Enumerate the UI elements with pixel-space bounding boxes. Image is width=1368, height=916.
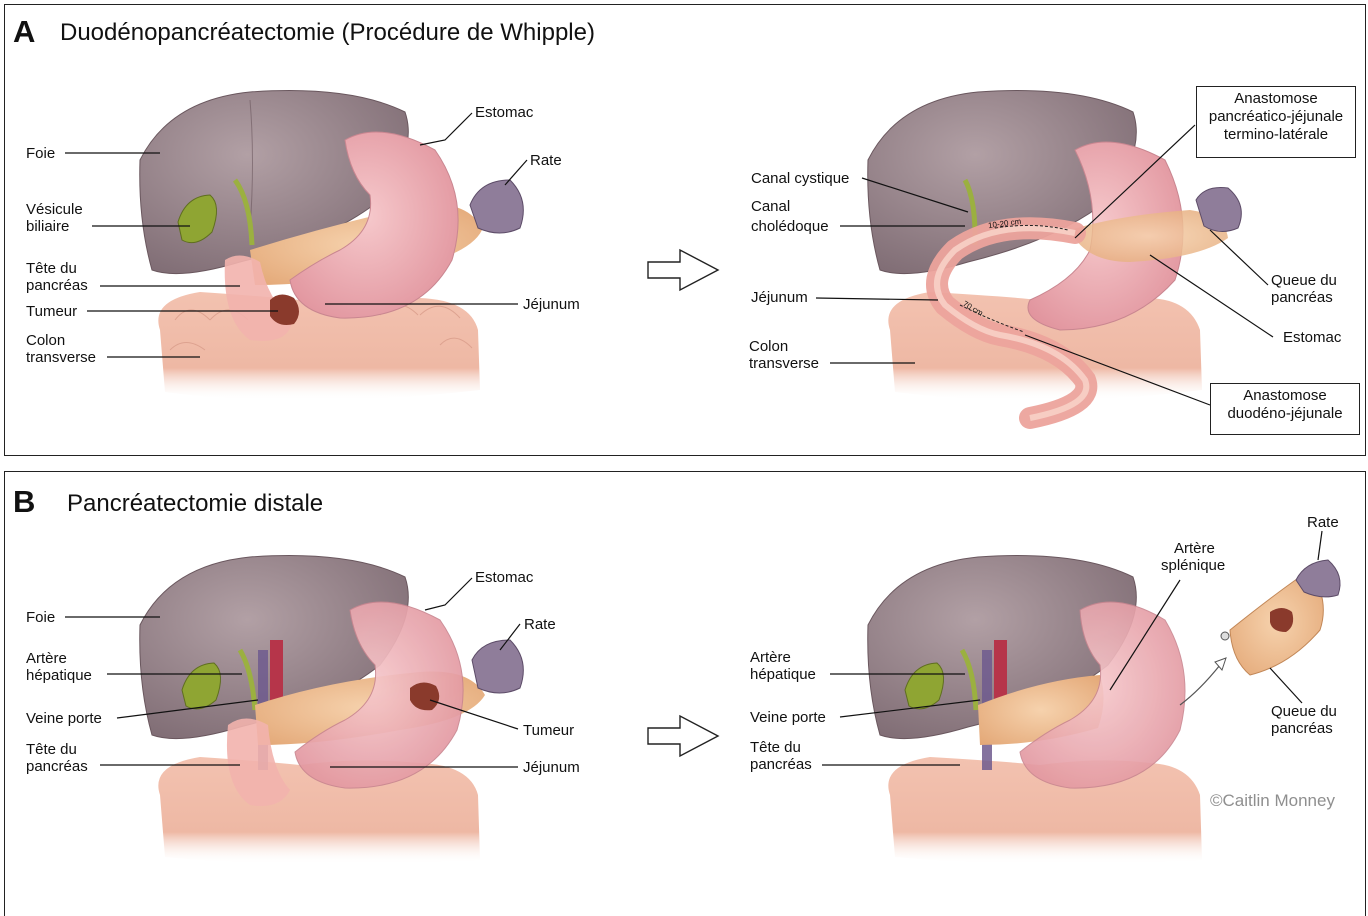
box-pj-line-1: Anastomose — [1203, 90, 1349, 108]
panel-b-letter: B — [13, 484, 35, 520]
anatomy-a-left — [140, 91, 524, 401]
box-pj-line-3: termino-latérale — [1203, 126, 1349, 144]
label-estomac: Estomac — [475, 104, 533, 121]
arrow-a — [648, 250, 718, 290]
label-vesicule-2: biliaire — [26, 218, 69, 235]
panel-b — [4, 471, 1366, 916]
panel-b-title: Pancréatectomie distale — [67, 490, 323, 518]
label-colon-right-2: transverse — [749, 355, 819, 372]
credit-text: ©Caitlin Monney — [1210, 791, 1335, 811]
label-estomac-right: Estomac — [1283, 329, 1341, 346]
label-jejunum-right: Jéjunum — [751, 289, 808, 306]
box-dj-line-1: Anastomose — [1217, 387, 1353, 405]
label-b-artere-right-2: hépatique — [750, 666, 816, 683]
label-colon-2: transverse — [26, 349, 96, 366]
label-rate: Rate — [530, 152, 562, 169]
label-foie: Foie — [26, 145, 55, 162]
label-b-artere-2: hépatique — [26, 667, 92, 684]
anatomy-a-right — [868, 91, 1242, 418]
box-dj-line-2: duodéno-jéjunale — [1217, 405, 1353, 423]
label-jejunum: Jéjunum — [523, 296, 580, 313]
label-b-artere-splenique: Artère — [1174, 540, 1215, 557]
label-b-rate: Rate — [524, 616, 556, 633]
label-b-tete-right-2: pancréas — [750, 756, 812, 773]
label-b-artere: Artère — [26, 650, 67, 667]
label-b-veine: Veine porte — [26, 710, 102, 727]
label-canal-choledoque: Canal — [751, 198, 790, 215]
label-b-tete-right: Tête du — [750, 739, 801, 756]
label-b-queue: Queue du — [1271, 703, 1337, 720]
label-b-tumeur: Tumeur — [523, 722, 574, 739]
label-queue-2: pancréas — [1271, 289, 1333, 306]
label-tete: Tête du — [26, 260, 77, 277]
label-canal-choledoque-2: cholédoque — [751, 218, 829, 235]
label-b-foie: Foie — [26, 609, 55, 626]
label-b-artere-splenique-2: splénique — [1161, 557, 1225, 574]
label-queue: Queue du — [1271, 272, 1337, 289]
label-colon-right: Colon — [749, 338, 788, 355]
label-tumeur: Tumeur — [26, 303, 77, 320]
label-b-jejunum: Jéjunum — [523, 759, 580, 776]
label-b-tete-2: pancréas — [26, 758, 88, 775]
label-b-veine-right: Veine porte — [750, 709, 826, 726]
label-canal-cystique: Canal cystique — [751, 170, 849, 187]
label-b-tete: Tête du — [26, 741, 77, 758]
label-tete-2: pancréas — [26, 277, 88, 294]
box-pj-line-2: pancréatico-jéjunale — [1203, 108, 1349, 126]
label-colon: Colon — [26, 332, 65, 349]
label-b-artere-right: Artère — [750, 649, 791, 666]
label-b-rate-right: Rate — [1307, 514, 1339, 531]
label-vesicule: Vésicule — [26, 201, 83, 218]
box-anastomose-pancreatico: Anastomose pancréatico-jéjunale termino-… — [1196, 86, 1356, 158]
box-anastomose-duodeno: Anastomose duodéno-jéjunale — [1210, 383, 1360, 435]
label-b-queue-2: pancréas — [1271, 720, 1333, 737]
label-b-estomac: Estomac — [475, 569, 533, 586]
